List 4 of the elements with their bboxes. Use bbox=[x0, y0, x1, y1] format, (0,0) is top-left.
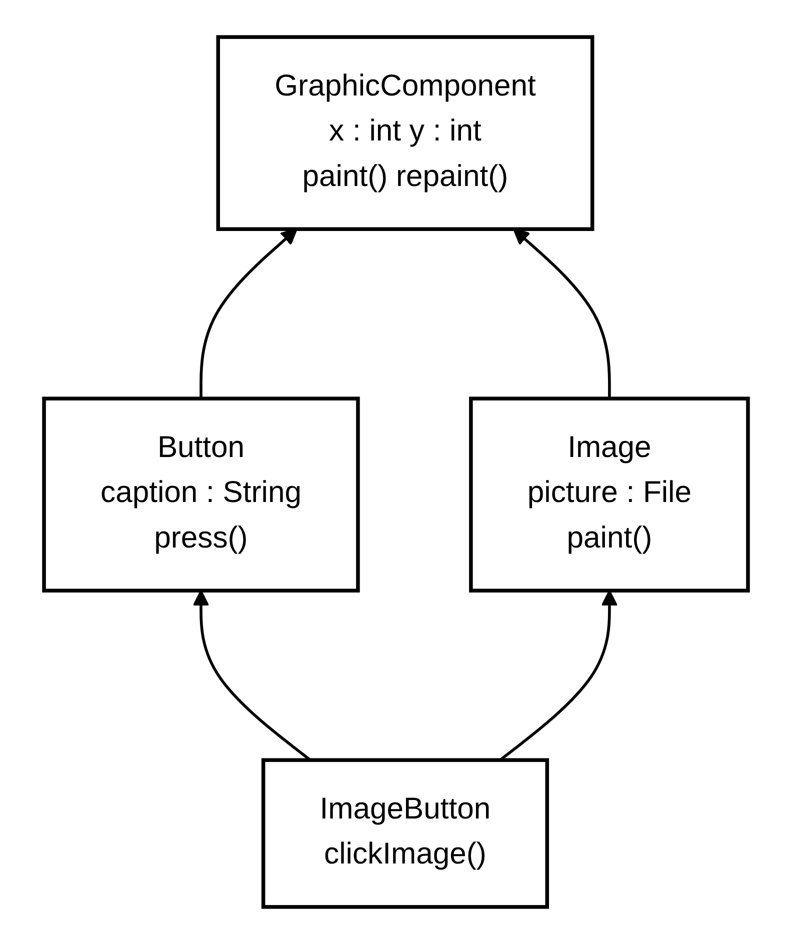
node-box: Button caption : String press() bbox=[42, 396, 360, 592]
node-box: ImageButton clickImage() bbox=[261, 758, 549, 908]
node-box: GraphicComponent x : int y : int paint() repaint() bbox=[216, 34, 594, 230]
node-box: Image picture : File paint() bbox=[469, 396, 750, 592]
